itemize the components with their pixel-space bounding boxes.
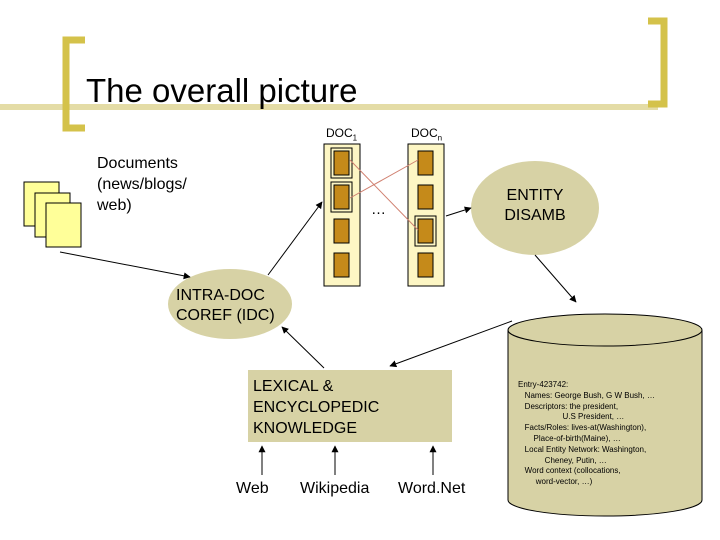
right-bracket xyxy=(648,17,668,108)
arrow-idc-to-doc-1 xyxy=(267,201,323,276)
arrow-entity-to-database xyxy=(534,254,577,303)
left-bracket xyxy=(62,36,85,132)
source-wikipedia-label: Wikipedia xyxy=(300,480,370,497)
doc-1-mention-3 xyxy=(333,218,350,244)
source-wordnet-label: Word.Net xyxy=(398,480,466,497)
doc-1-mention-4 xyxy=(333,252,350,278)
doc-n-label-text: DOC xyxy=(411,126,438,140)
doc-n-label: DOCn xyxy=(411,126,442,142)
entity-disamb-label: ENTITY DISAMB xyxy=(504,187,566,224)
title-underline xyxy=(0,104,658,110)
arrow-columns-to-entity xyxy=(445,206,472,217)
cross-doc-link-a xyxy=(349,159,419,231)
source-web-label: Web xyxy=(236,480,269,497)
doc-1-label-subscript: 1 xyxy=(352,133,358,143)
doc-n-label-subscript: n xyxy=(437,133,443,143)
documents-label: Documents (news/blogs/ web) xyxy=(97,155,187,214)
arrow-documents-to-idc xyxy=(59,251,191,280)
doc-1-mention-1 xyxy=(333,150,350,176)
arrow-database-to-knowledge xyxy=(389,320,513,368)
entity-disamb-node xyxy=(471,161,599,255)
knowledge-label: LEXICAL & ENCYCLOPEDIC KNOWLEDGE xyxy=(253,378,380,437)
doc-n-mention-2 xyxy=(417,184,434,210)
cross-doc-link-b xyxy=(349,159,419,199)
doc-n-mention-1 xyxy=(417,150,434,176)
doc-n-mention-3-frame xyxy=(414,215,437,247)
doc-1-mention-2 xyxy=(333,184,350,210)
doc-1-mention-1-frame xyxy=(330,147,353,179)
doc-1-label: DOC1 xyxy=(326,126,357,142)
knowledge-node xyxy=(248,370,452,442)
entity-database-cylinder xyxy=(507,313,703,517)
intra-doc-coref-node xyxy=(168,269,292,339)
intra-doc-coref-label: INTRA-DOC COREF (IDC) xyxy=(176,287,275,324)
doc-1-label-text: DOC xyxy=(326,126,353,140)
doc-n-mention-4 xyxy=(417,252,434,278)
slide-title: The overall picture xyxy=(86,72,358,109)
arrow-knowledge-to-idc xyxy=(281,326,325,369)
document-stack-icon xyxy=(23,181,82,248)
database-entry-text: Entry-423742: Names: George Bush, G W Bu… xyxy=(518,380,655,487)
doc-n-mention-3 xyxy=(417,218,434,244)
doc-ellipsis: … xyxy=(371,201,386,218)
